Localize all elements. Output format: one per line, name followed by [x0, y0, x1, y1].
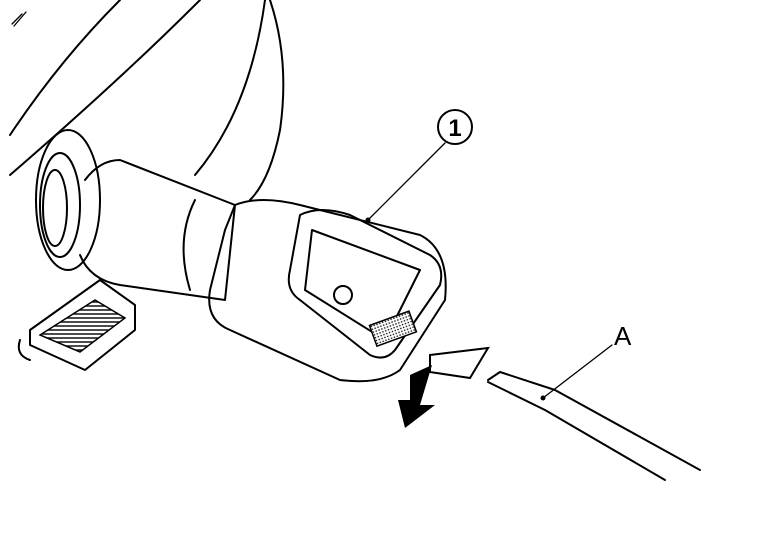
callout-a-label: A: [614, 321, 632, 351]
callout-a: A: [540, 321, 632, 401]
break-mark: [11, 11, 27, 27]
cylinder-body: [79, 159, 447, 383]
lower-bracket: [17, 279, 136, 371]
body-panel-outline: [9, 0, 285, 201]
connector-part-1: [287, 209, 443, 359]
screwdriver-tool-a: [487, 371, 701, 481]
callout-1: 1: [365, 109, 473, 223]
callout-1-label: 1: [448, 115, 461, 142]
release-direction-arrow: [398, 346, 490, 428]
locking-tab: [368, 310, 418, 348]
mounting-grommet: [35, 129, 101, 271]
